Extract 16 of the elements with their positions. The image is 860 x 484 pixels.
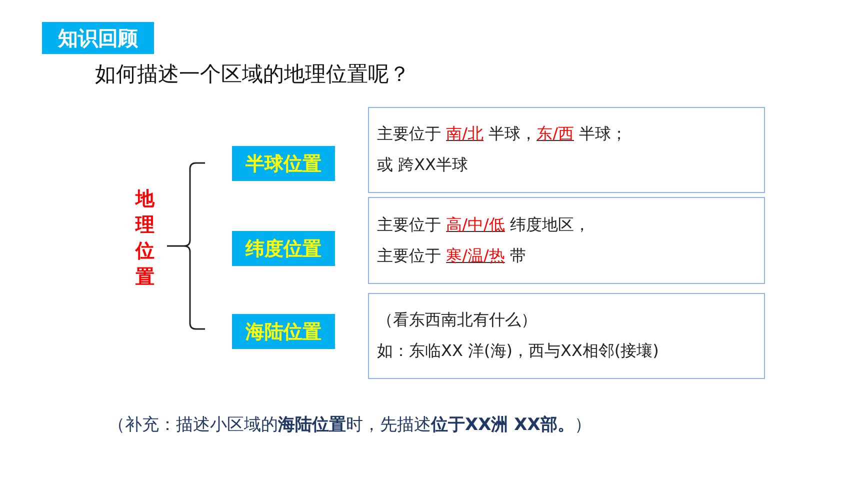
description-text: 或 跨XX半球 [377,155,470,176]
description-box [368,107,765,193]
category-label: 纬度位置 [232,231,335,266]
description-text: 主要位于 南/北 半球，东/西 半球； [377,124,628,145]
description-text: 主要位于 高/中/低 纬度地区， [377,214,591,236]
section-tag: 知识回顾 [42,22,154,54]
category-label: 海陆位置 [232,314,335,349]
category-label: 半球位置 [232,146,335,181]
description-box [368,197,765,284]
description-box [368,293,765,379]
description-text: （看东西南北有什么） [377,310,538,331]
question-heading: 如何描述一个区域的地理位置呢？ [95,61,410,88]
description-text: 主要位于 寒/温/热 带 [377,246,527,266]
note-text: （补充：描述小区域的海陆位置时，先描述位于XX洲 XX部。） [108,414,592,436]
description-text: 如：东临XX 洋(海)，西与XX相邻(接壤) [377,341,660,362]
topic-text: 地理位置 [134,186,156,290]
